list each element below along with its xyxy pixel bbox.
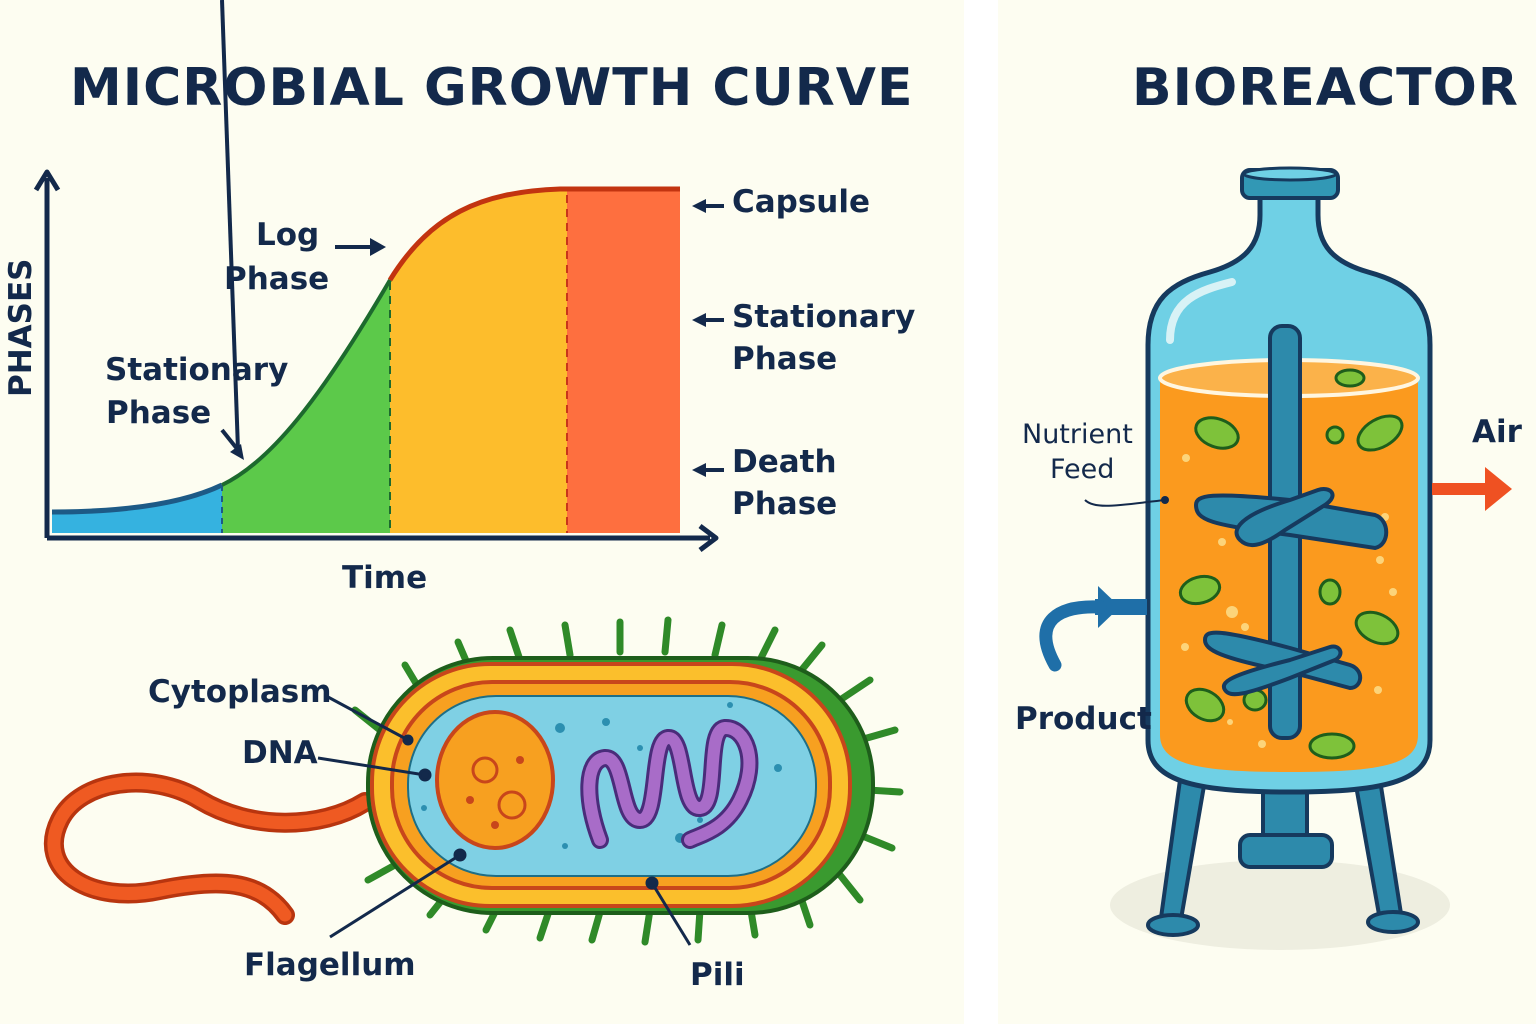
stationary-left-label-line2: Phase: [106, 395, 212, 431]
stationary-region: [390, 189, 567, 533]
growth-curve-chart: [33, 0, 724, 552]
log-phase-arrow-icon: [335, 238, 386, 256]
death-arrow-icon: [692, 463, 724, 477]
death-label-line1: Death: [732, 444, 837, 480]
capsule-label: Capsule: [732, 184, 871, 220]
log-region: [222, 189, 390, 533]
bioreactor-panel: [998, 0, 1536, 1024]
bioreactor-title: BIOREACTOR: [1132, 58, 1519, 118]
stationary-right-arrow-icon: [692, 313, 724, 327]
y-axis-label: PHASES: [3, 258, 39, 398]
stationary-right-label-line2: Phase: [732, 341, 838, 377]
death-region: [567, 189, 680, 533]
dna-label: DNA: [242, 735, 318, 771]
x-axis-arrow-icon: [698, 524, 719, 552]
lag-region: [52, 189, 222, 533]
stationary-right-label-line1: Stationary: [732, 299, 916, 335]
log-phase-label-line1: Log: [256, 217, 320, 253]
nutrient-feed-label-line1: Nutrient: [1022, 419, 1133, 450]
panel-divider: [964, 0, 998, 1024]
stationary-pointer-arrow-icon: [220, 0, 244, 460]
stationary-left-label-line1: Stationary: [105, 352, 289, 388]
air-label: Air: [1472, 414, 1522, 450]
nutrient-feed-label-line2: Feed: [1050, 454, 1115, 485]
death-label-line2: Phase: [732, 486, 838, 522]
cytoplasm-label: Cytoplasm: [148, 674, 332, 710]
x-axis-label: Time: [342, 560, 428, 596]
pili-label: Pili: [690, 957, 745, 993]
y-axis-arrow-icon: [33, 169, 61, 192]
growth-curve-title: MICROBIAL GROWTH CURVE: [70, 58, 914, 118]
flagellum-label: Flagellum: [244, 947, 416, 983]
capsule-arrow-icon: [692, 199, 724, 213]
product-label: Product: [1015, 701, 1152, 737]
log-phase-label-line2: Phase: [224, 261, 330, 297]
